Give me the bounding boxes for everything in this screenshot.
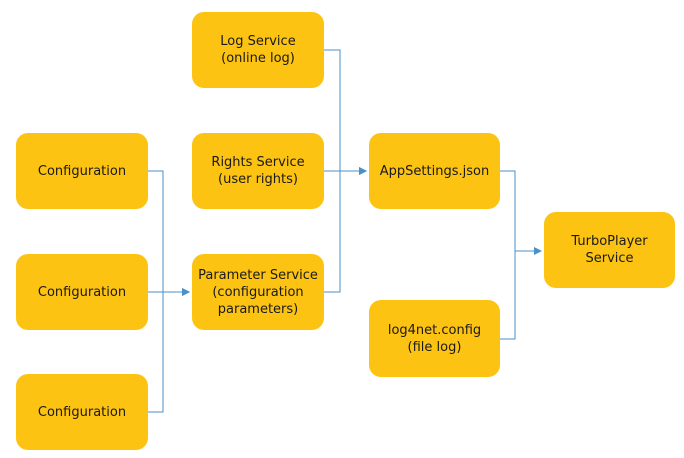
connector-configuration-3 [148, 292, 164, 413]
configuration-node-3: Configuration [16, 374, 148, 450]
appsettings-node: AppSettings.json [369, 133, 500, 209]
connector-appsettings [500, 170, 542, 255]
configuration-node-2: Configuration [16, 254, 148, 330]
connector-parameter-service [324, 171, 341, 293]
connector-log4net [500, 251, 516, 340]
parameter-service-node: Parameter Service (configuration paramet… [192, 254, 324, 330]
connector-configuration-1 [148, 170, 190, 296]
turboplayer-node: TurboPlayer Service [544, 212, 675, 288]
configuration-node-1: Configuration [16, 133, 148, 209]
rights-service-node: Rights Service (user rights) [192, 133, 324, 209]
log4net-node: log4net.config (file log) [369, 300, 500, 377]
connector-log-service [324, 49, 367, 175]
log-service-node: Log Service (online log) [192, 12, 324, 88]
